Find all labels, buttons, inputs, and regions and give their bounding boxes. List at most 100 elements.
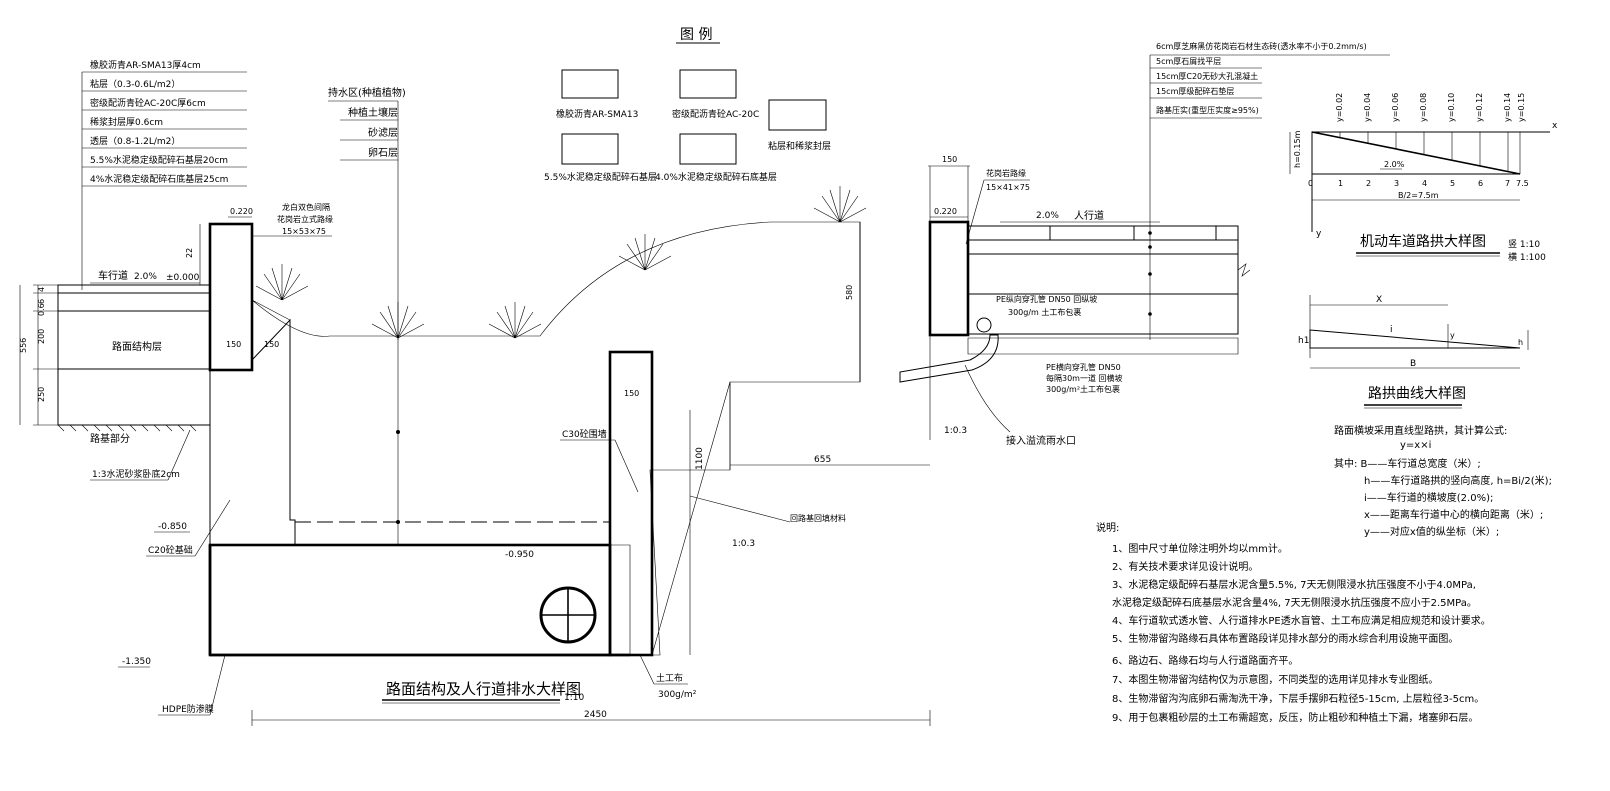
crown-x-3: 3	[1394, 179, 1399, 188]
sidewalk-layer-list: 6cm厚芝麻黑仿花岗岩石材生态砖(透水率不小于0.2mm/s) 5cm厚石屑找平…	[1150, 41, 1390, 119]
road-part-label: 路基部分	[90, 432, 130, 445]
dim-150b: 150	[264, 340, 279, 349]
dim-6: 6	[37, 299, 46, 304]
note-1: 2、有关技术要求详见设计说明。	[1112, 560, 1258, 573]
dim-2450: 2450	[584, 710, 607, 720]
curve-where: 其中: B——车行道总宽度（米）;	[1334, 457, 1481, 470]
curve-def-2: x——距离车行道中心的横向距离（米）;	[1364, 508, 1543, 521]
crown-axis-y: y	[1316, 229, 1322, 239]
pe-pipe2c-label: 300g/m²土工布包裹	[1046, 384, 1120, 394]
curve-x: X	[1376, 295, 1382, 305]
crown-x-8: 7.5	[1516, 179, 1529, 188]
crown-y-0: y=0.02	[1335, 93, 1344, 122]
left-layer-list: 橡胶沥青AR-SMA13厚4cm 粘层（0.3-0.6L/m2） 密级配沥青砼A…	[81, 59, 247, 290]
bioretention	[208, 186, 867, 657]
mortar-label: 1:3水泥砂浆卧底2cm	[92, 468, 180, 480]
note-4: 4、车行道软式透水管、人行道排水PE透水盲管、土工布应满足相应规范和设计要求。	[1112, 614, 1491, 627]
legend-swatch-subbase4	[679, 133, 737, 165]
curve-formula-intro: 路面横坡采用直线型路拱，其计算公式:	[1334, 424, 1507, 437]
note-7: 7、本图生物滞留沟结构仅为示意图，不同类型的选用详见排水专业图纸。	[1112, 673, 1438, 686]
notes-title: 说明:	[1096, 521, 1119, 534]
curve-y: y	[1450, 331, 1455, 340]
dim-0220a: 0.220	[230, 207, 253, 216]
dim-150c: 150	[624, 389, 639, 398]
sidewalk-layer-1: 5cm厚石屑找平层	[1156, 56, 1221, 66]
crown-y-3: y=0.08	[1419, 93, 1428, 122]
curve-title: 路拱曲线大样图	[1368, 386, 1466, 402]
curve-def-1: i——车行道的横坡度(2.0%);	[1364, 491, 1493, 504]
backfill-label: 回路基回填材料	[790, 513, 846, 523]
retention-item-1: 砂滤层	[368, 126, 398, 139]
crown-x-4: 4	[1422, 179, 1427, 188]
curb-right-label1: 花岗岩路缘	[986, 168, 1026, 178]
crown-scale-h: 横 1:100	[1508, 251, 1546, 263]
left-layer-4: 透层（0.8-1.2L/m2）	[90, 136, 180, 147]
curve-detail: X h1 i y h B 路拱曲线大样图 路面横坡采用直线型路拱，其计算公式: …	[1298, 295, 1552, 538]
road-struct-label: 路面结构层	[112, 340, 162, 353]
pe-pipe1b-label: 300g/m 土工布包裹	[1008, 307, 1081, 317]
hdpe-label: HDPE防渗膜	[162, 703, 214, 715]
left-layer-5: 5.5%水泥稳定级配碎石基层20cm	[90, 154, 228, 166]
crown-scale-v: 竖 1:10	[1508, 239, 1540, 250]
curb-left-label1: 龙白双色间隔	[282, 202, 330, 212]
pe-pipe1-label: PE纵向穿孔管 DN50 回纵坡	[996, 294, 1097, 304]
sidewalk-layer-4: 路基压实(重型压实度≥95%)	[1156, 105, 1259, 115]
curb-left-label3: 15×53×75	[282, 227, 326, 236]
legend-swatch-base55	[561, 133, 619, 165]
crown-title: 机动车道路拱大样图	[1360, 233, 1486, 250]
crown-axis-x: x	[1552, 121, 1558, 131]
note-2: 3、水泥稳定级配碎石基层水泥含量5.5%, 7天无侧限浸水抗压强度不小于4.0M…	[1112, 578, 1476, 591]
crown-half-width: B/2=7.5m	[1398, 191, 1439, 200]
curve-def-3: y——对应x值的纵坐标（米）;	[1364, 525, 1499, 538]
curve-h1: h1	[1298, 336, 1309, 346]
crown-x-1: 1	[1338, 179, 1343, 188]
lower-left-labels: 1:3水泥砂浆卧底2cm -0.850 C20砼基础 -0.950 -1.350…	[90, 429, 697, 716]
left-layer-0: 橡胶沥青AR-SMA13厚4cm	[90, 59, 201, 71]
c30-label: C30砼围墙	[562, 428, 607, 440]
curb-right-label2: 15×41×75	[986, 183, 1030, 192]
legend-label-ac20c: 密级配沥青砼AC-20C	[672, 108, 759, 120]
elev-2: -0.950	[505, 550, 534, 560]
carriageway-label: 车行道	[98, 269, 128, 282]
dim-150a: 150	[226, 340, 241, 349]
elev-1: -0.850	[158, 522, 187, 532]
note-0: 1、图中尺寸单位除注明外均以mm计。	[1112, 542, 1288, 555]
crown-y-2: y=0.06	[1391, 93, 1400, 122]
crown-x-2: 2	[1366, 179, 1371, 188]
geotextile-weight: 300g/m²	[658, 690, 697, 700]
legend-swatch-tack	[768, 99, 827, 131]
dim-556: 556	[19, 338, 28, 353]
legend-swatch-ar-sma13	[561, 69, 619, 99]
sidewalk-label: 人行道	[1074, 209, 1104, 222]
legend-label-subbase4: 4.0%水泥稳定级配碎石底基层	[655, 171, 777, 183]
slope-right: 2.0%	[1036, 211, 1059, 221]
dim-4: 4	[37, 287, 46, 292]
dim-22: 22	[185, 248, 194, 258]
curve-b: B	[1410, 359, 1416, 369]
main-title: 路面结构及人行道排水大样图	[386, 680, 581, 698]
crown-slope: 2.0%	[1384, 160, 1405, 169]
legend-swatch-ac20c	[679, 69, 737, 99]
left-layer-3: 稀浆封层厚0.6cm	[90, 116, 163, 128]
c20-label: C20砼基础	[148, 544, 193, 556]
zero-elev: ±0.000	[166, 273, 200, 283]
dim-150d: 150	[942, 155, 957, 164]
note-5: 5、生物滞留沟路缘石具体布置路段详见排水部分的雨水综合利用设施平面图。	[1112, 632, 1458, 645]
main-scale: 1:10	[564, 693, 584, 703]
sidewalk-layer-2: 15cm厚C20无砂大孔混凝土	[1156, 71, 1258, 81]
overflow-label: 接入溢流雨水口	[1006, 434, 1076, 447]
retention-list: 持水区(种植植物) 种植土壤层 砂滤层 卵石层	[328, 86, 406, 340]
left-layer-6: 4%水泥稳定级配碎石底基层25cm	[90, 173, 228, 185]
curve-h: h	[1518, 338, 1523, 347]
note-9: 9、用于包裹粗砂层的土工布需超宽，反压，防止粗砂和种植土下漏，堵塞卵石层。	[1112, 711, 1478, 724]
retention-item-2: 卵石层	[368, 147, 398, 159]
slope-left: 2.0%	[134, 272, 157, 282]
legend-label-base55: 5.5%水泥稳定级配碎石基层	[544, 171, 657, 183]
curb-left-label2: 花岗岩立式路缘	[277, 214, 333, 224]
crown-x-5: 5	[1450, 179, 1455, 188]
note-3: 水泥稳定级配碎石底基层水泥含量4%, 7天无侧限浸水抗压强度不应小于2.5MPa…	[1112, 596, 1477, 609]
left-layer-1: 粘层（0.3-0.6L/m2）	[90, 78, 180, 90]
retention-item-0: 种植土壤层	[348, 106, 398, 119]
sidewalk-layer-0: 6cm厚芝麻黑仿花岗岩石材生态砖(透水率不小于0.2mm/s)	[1156, 41, 1367, 51]
pe-pipe2b-label: 每隔30m一道 回横坡	[1046, 373, 1123, 383]
